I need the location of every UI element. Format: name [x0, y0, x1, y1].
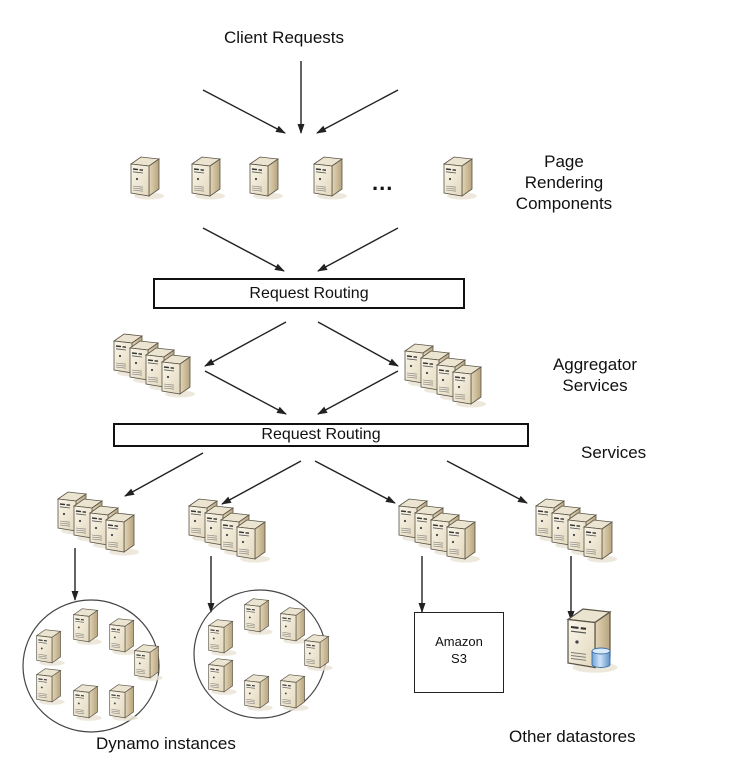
server-icon [280, 674, 310, 712]
server-icon [73, 684, 103, 722]
page-rendering-label: Page Rendering Components [504, 151, 624, 214]
arrow-routing-to-service-1 [124, 452, 204, 497]
server-cluster-icon [189, 499, 270, 563]
server-cluster-icon [58, 492, 139, 556]
server-icon [130, 156, 165, 201]
server-icon [36, 629, 66, 667]
server-icon [208, 619, 238, 657]
server-icon [443, 156, 478, 201]
server-icon [36, 668, 66, 706]
server-icon [191, 156, 226, 201]
page-rendering-label-line-3: Components [515, 194, 613, 213]
arrow-aggregator-to-routing-left [204, 370, 287, 415]
server-icon [249, 156, 284, 201]
server-icon [244, 674, 274, 712]
server-cluster-icon [405, 344, 486, 408]
arrow-render-to-routing-left [202, 227, 285, 272]
arrow-render-to-routing-right [317, 227, 399, 272]
arrow-client-left [202, 89, 286, 134]
request-routing-top: Request Routing [153, 278, 465, 309]
server-icon [109, 618, 139, 656]
arrow-routing-to-service-2 [221, 460, 302, 505]
aggregator-label-line-2: Services [562, 376, 628, 395]
request-routing-top-label: Request Routing [249, 284, 369, 302]
server-cluster-icon [399, 499, 480, 563]
server-icon [244, 598, 274, 636]
s3-label-line-2: S3 [451, 651, 467, 666]
s3-label-line-1: Amazon [435, 634, 483, 649]
client-requests-label: Client Requests [224, 28, 345, 47]
server-icon [304, 634, 334, 672]
dynamo-ring-2 [193, 589, 334, 719]
arrow-routing-to-aggregator-right [317, 321, 399, 367]
request-routing-bottom-label: Request Routing [261, 426, 381, 443]
dynamo-instances-label: Dynamo instances [96, 734, 236, 753]
client-arrows [202, 61, 399, 134]
arrow-routing-to-service-4 [446, 460, 528, 504]
server-cluster-icon [536, 499, 617, 563]
other-datastores-label: Other datastores [509, 727, 636, 746]
server-icon [73, 608, 103, 646]
page-rendering-label-line-2: Rendering [524, 173, 604, 192]
server-cluster-icon [114, 334, 195, 398]
server-icon [280, 607, 310, 645]
dynamo-ring-1 [22, 599, 164, 733]
services-label: Services [581, 443, 647, 462]
request-routing-bottom: Request Routing [113, 423, 529, 447]
server-icon [313, 156, 348, 201]
arrow-aggregator-to-routing-right [317, 370, 399, 415]
amazon-s3-box: Amazon S3 [414, 612, 504, 693]
page-rendering-label-line-1: Page [544, 152, 584, 171]
arrow-routing-to-aggregator-left [204, 321, 287, 367]
arrow-routing-to-service-3 [314, 460, 396, 504]
aggregator-services-label: Aggregator Services [535, 354, 655, 396]
server-icon [109, 684, 139, 722]
database-server-icon [566, 607, 619, 674]
ellipsis-more-servers: ... [372, 170, 394, 195]
server-icon [208, 658, 238, 696]
page-rendering-servers [130, 156, 478, 201]
aggregator-label-line-1: Aggregator [552, 355, 638, 374]
arrow-client-right [316, 89, 399, 134]
